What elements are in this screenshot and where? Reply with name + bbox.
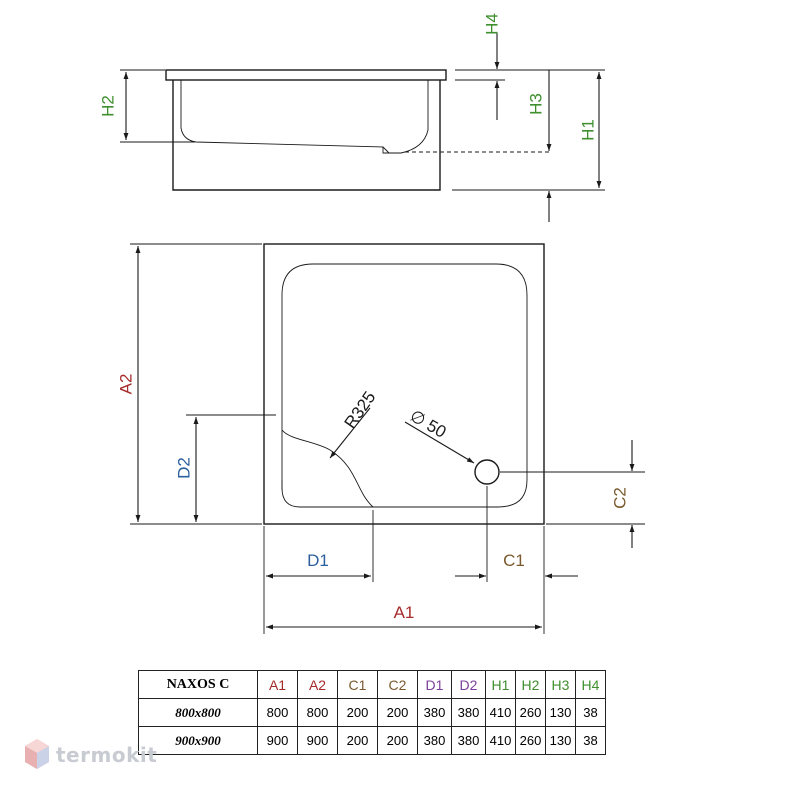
table-cell: 380 (417, 726, 452, 755)
table-model-name: NAXOS C (138, 670, 258, 699)
table-header-row: NAXOS C A1 A2 C1 C2 D1 D2 H1 H2 H3 H4 (138, 670, 606, 699)
cube-logo-icon (25, 739, 49, 769)
header-d2: D2 (451, 670, 486, 699)
plan-seat-edge (281, 430, 373, 508)
table-cell: 800 (297, 698, 338, 727)
dimension-table: NAXOS C A1 A2 C1 C2 D1 D2 H1 H2 H3 H4 80… (138, 670, 606, 755)
header-a1: A1 (257, 670, 298, 699)
row-size: 900x900 (138, 726, 258, 755)
label-diameter: ∅ 50 (407, 406, 450, 442)
header-h1: H1 (485, 670, 516, 699)
label-h2: H2 (99, 95, 118, 117)
header-h3: H3 (545, 670, 576, 699)
watermark: termokit (24, 738, 157, 772)
table-cell: 38 (575, 726, 606, 755)
label-c2: C2 (611, 487, 630, 509)
table-cell: 200 (377, 698, 418, 727)
table-cell: 410 (485, 698, 516, 727)
table-cell: 130 (545, 726, 576, 755)
label-h1: H1 (579, 119, 598, 141)
header-h2: H2 (515, 670, 546, 699)
table-row: 800x800 800 800 200 200 380 380 410 260 … (138, 698, 606, 727)
table-row: 900x900 900 900 200 200 380 380 410 260 … (138, 726, 606, 755)
row-size: 800x800 (138, 698, 258, 727)
table-cell: 900 (257, 726, 298, 755)
label-h3: H3 (527, 93, 546, 115)
table-cell: 200 (377, 726, 418, 755)
header-a2: A2 (297, 670, 338, 699)
table-cell: 38 (575, 698, 606, 727)
table-cell: 410 (485, 726, 516, 755)
header-c2: C2 (377, 670, 418, 699)
table-cell: 200 (337, 698, 378, 727)
table-cell: 380 (451, 726, 486, 755)
table-cell: 260 (515, 726, 546, 755)
label-a1: A1 (394, 603, 415, 622)
plan-outer-edge (263, 243, 545, 525)
label-r325: R325 (341, 388, 380, 432)
table-cell: 130 (545, 698, 576, 727)
label-h4: H4 (483, 13, 502, 35)
side-view-body (172, 80, 441, 191)
label-a2: A2 (117, 374, 136, 395)
label-c1: C1 (503, 551, 525, 570)
side-view-tray (180, 80, 429, 154)
side-view (120, 32, 605, 222)
r325-leader (329, 407, 371, 459)
diameter-leader (404, 421, 475, 464)
drain-circle (474, 459, 500, 485)
plan-tray-outline (281, 263, 528, 508)
header-c1: C1 (337, 670, 378, 699)
side-view-rim (165, 69, 447, 81)
table-cell: 380 (417, 698, 452, 727)
plan-view (130, 243, 645, 634)
watermark-text: termokit (56, 743, 158, 767)
header-h4: H4 (575, 670, 606, 699)
table-cell: 260 (515, 698, 546, 727)
label-d2: D2 (175, 457, 194, 479)
label-d1: D1 (307, 551, 329, 570)
table-cell: 900 (297, 726, 338, 755)
table-cell: 380 (451, 698, 486, 727)
side-view-drain (382, 147, 401, 154)
header-d1: D1 (417, 670, 452, 699)
table-cell: 800 (257, 698, 298, 727)
table-cell: 200 (337, 726, 378, 755)
